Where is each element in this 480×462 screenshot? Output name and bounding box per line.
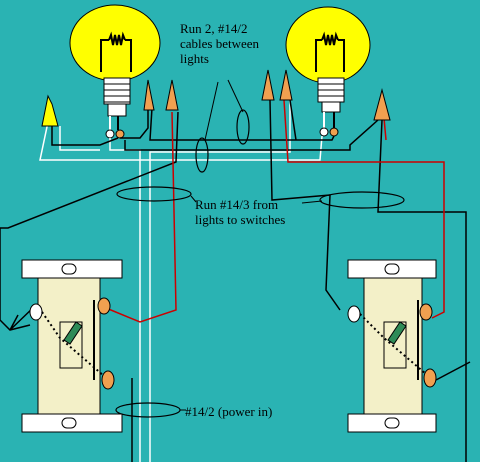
wire-nut-right [373,88,391,121]
switch-right-toggle [387,321,407,345]
wire-nut-group-center [261,69,293,101]
wire-nut-yellow [41,94,59,127]
wires-black [0,99,467,462]
label-run2-cables: Run 2, #14/2 cables between lights [180,21,259,66]
bulb-right [285,6,371,84]
label-run3-cables: Run #14/3 from lights to switches [195,197,285,227]
leader-lines [180,79,323,411]
screw-neutral-left [105,129,115,139]
wire-nut-group-left [143,79,179,111]
label-run3-line1: Run #14/3 from [195,197,279,212]
label-run2-line3: lights [180,51,209,66]
switch-left-toggle [63,321,83,345]
switch-right-terminals [347,303,437,388]
light-left [69,4,161,139]
label-run2-line2: cables between [180,36,260,51]
screw-hot-left [115,129,125,139]
filament-left [100,31,132,72]
label-run2-line1: Run 2, #14/2 [180,21,248,36]
bulb-left [69,4,161,82]
switch-left-terminals [29,297,115,390]
light-right [285,6,371,137]
socket-right [317,77,345,113]
screw-neutral-right [319,127,329,137]
filament-right [315,31,345,72]
socket-left [103,77,131,117]
label-run3-line2: lights to switches [195,212,286,227]
screw-hot-right [329,127,339,137]
switch-right [347,259,471,433]
switch-left-body [37,277,101,415]
switch-left [21,259,123,433]
label-power-in: #14/2 (power in) [185,404,273,419]
wires-red [105,99,445,323]
